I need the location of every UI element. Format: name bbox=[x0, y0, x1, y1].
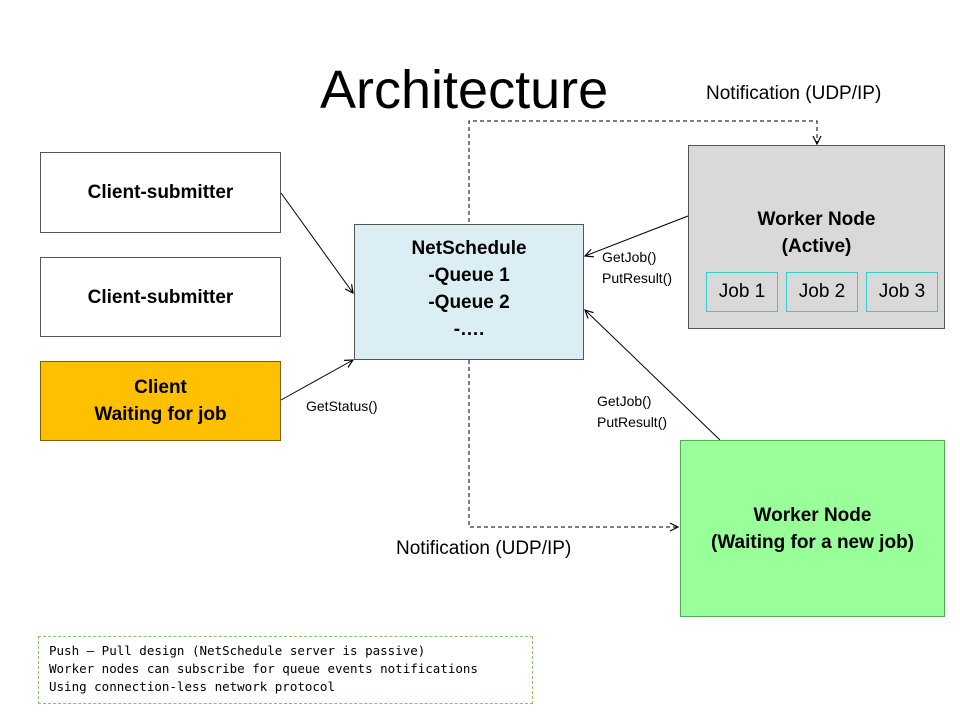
client-submitter-label: Client-submitter bbox=[87, 286, 234, 308]
notification-arrow-bottom bbox=[468, 360, 678, 527]
getstatus-arrow bbox=[280, 360, 353, 401]
netschedule-box: NetSchedule -Queue 1 -Queue 2 -…. bbox=[354, 224, 584, 360]
design-note: Using connection-less network protocol bbox=[49, 679, 335, 694]
worker-node-waiting: Worker Node (Waiting for a new job) bbox=[680, 440, 945, 617]
job-3: Job 3 bbox=[866, 272, 938, 312]
worker-active-line1: Worker Node bbox=[757, 209, 876, 230]
client-submitter-2: Client-submitter bbox=[40, 257, 281, 337]
top-calls-label: GetJob() PutResult() bbox=[602, 247, 672, 289]
bottom-calls-label: GetJob() PutResult() bbox=[597, 391, 667, 433]
queue-item: -Queue 1 bbox=[428, 265, 510, 286]
worker-waiting-line1: Worker Node bbox=[753, 504, 872, 526]
design-notes-box: Push – Pull design (NetSchedule server i… bbox=[38, 636, 533, 704]
worker-waiting-line2: (Waiting for a new job) bbox=[711, 531, 914, 553]
notification-label-top: Notification (UDP/IP) bbox=[706, 83, 882, 104]
waiting-worker-arrow bbox=[585, 310, 721, 441]
getstatus-label: GetStatus() bbox=[306, 398, 378, 414]
netschedule-title: NetSchedule bbox=[411, 238, 527, 259]
active-worker-arrow bbox=[585, 215, 689, 256]
call-putresult: PutResult() bbox=[597, 414, 668, 430]
page-title: Architecture bbox=[320, 60, 609, 120]
client-waiting-line1: Client bbox=[134, 377, 187, 398]
client-submitter-1: Client-submitter bbox=[40, 152, 281, 233]
client-waiting-box: Client Waiting for job bbox=[40, 361, 281, 441]
submit-arrow bbox=[280, 192, 353, 293]
design-note: Worker nodes can subscribe for queue eve… bbox=[49, 661, 478, 676]
call-getjob: GetJob() bbox=[602, 249, 657, 265]
client-waiting-line2: Waiting for job bbox=[94, 404, 227, 425]
notification-arrow-top bbox=[468, 120, 817, 222]
design-note: Push – Pull design (NetSchedule server i… bbox=[49, 643, 426, 658]
client-submitter-label: Client-submitter bbox=[87, 182, 234, 203]
queue-item: -Queue 2 bbox=[428, 292, 510, 313]
notification-label-bottom: Notification (UDP/IP) bbox=[396, 538, 572, 559]
worker-active-line2: (Active) bbox=[781, 236, 852, 257]
job-1: Job 1 bbox=[706, 272, 778, 312]
queue-item: -…. bbox=[453, 319, 485, 340]
call-getjob: GetJob() bbox=[597, 393, 652, 409]
job-2: Job 2 bbox=[786, 272, 858, 312]
call-putresult: PutResult() bbox=[602, 270, 673, 286]
